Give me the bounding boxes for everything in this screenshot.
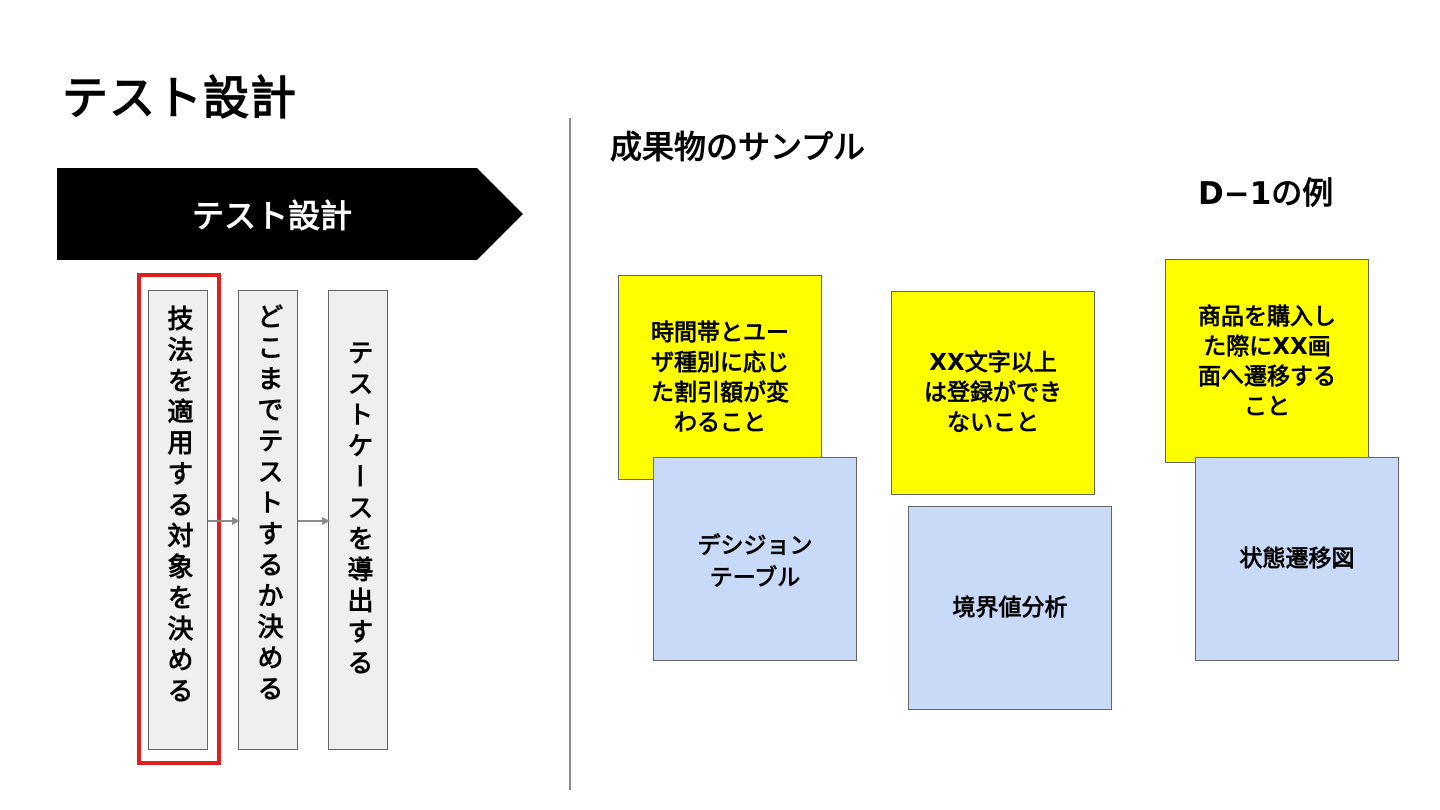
note-line: は登録ができ — [924, 380, 1062, 406]
step-label: 技法を適用する対象を決める — [163, 305, 193, 708]
note-line: デシジョン — [697, 533, 813, 559]
requirement-note: XX文字以上 は登録ができ ないこと — [891, 291, 1095, 495]
note-line: XX文字以上 — [929, 350, 1057, 376]
note-line: ザ種別に応じ — [651, 349, 789, 376]
technique-note: 状態遷移図 — [1195, 457, 1399, 661]
technique-note: デシジョン テーブル — [653, 457, 857, 661]
phase-banner: テスト設計 — [57, 168, 523, 260]
note-line: 状態遷移図 — [1239, 546, 1355, 572]
requirement-note: 商品を購入し た際にXX画 面へ遷移する こと — [1165, 259, 1369, 463]
sample-heading: 成果物のサンプル — [610, 128, 866, 166]
note-line: 面へ遷移する — [1198, 364, 1336, 390]
highlight-frame — [137, 273, 221, 765]
step-label: テストケースを導出する — [343, 339, 373, 680]
step-box-choose-target: 技法を適用する対象を決める — [148, 290, 208, 750]
note-line: 境界値分析 — [952, 595, 1068, 621]
note-line: た際にXX画 — [1203, 334, 1331, 360]
requirement-note: 時間帯とユー ザ種別に応じ た割引額が変 わること — [618, 275, 822, 480]
note-line: 商品を購入し — [1198, 304, 1336, 330]
step-connector-arrow — [208, 514, 240, 528]
note-line: 時間帯とユー — [651, 319, 789, 346]
note-line: た割引額が変 — [651, 379, 789, 406]
banner-label: テスト設計 — [191, 197, 352, 235]
step-connector-arrow — [298, 514, 330, 528]
step-box-decide-scope: どこまでテストするか決める — [238, 290, 298, 750]
vertical-divider — [569, 118, 571, 790]
note-line: わること — [674, 409, 766, 436]
step-label: どこまでテストするか決める — [253, 303, 283, 706]
technique-note: 境界値分析 — [908, 506, 1112, 710]
banner-arrow-shape — [57, 168, 523, 260]
step-box-derive-cases: テストケースを導出する — [328, 290, 388, 750]
example-label: D−1の例 — [1198, 176, 1334, 212]
note-line: テーブル — [709, 565, 801, 591]
note-line: こと — [1244, 394, 1290, 420]
page-title: テスト設計 — [62, 71, 297, 125]
note-line: ないこと — [947, 410, 1039, 436]
